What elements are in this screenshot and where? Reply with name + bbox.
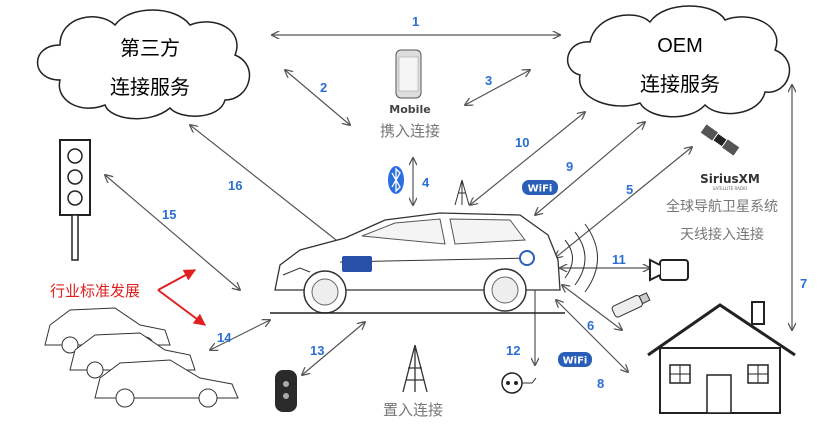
siriusxm-logo: SiriusXM [700, 172, 760, 186]
label-6: 6 [587, 318, 594, 333]
svg-text:WiFi: WiFi [528, 184, 553, 195]
label-9: 9 [566, 159, 573, 174]
arrow-16 [190, 125, 345, 247]
label-1: 1 [412, 14, 419, 29]
arrow-5 [555, 147, 692, 258]
satellite-icon [700, 124, 740, 156]
label-4: 4 [422, 175, 430, 190]
wifi-icon-lower: WiFi [558, 352, 592, 367]
carry-in-label: 携入连接 [380, 122, 440, 140]
bluetooth-icon [388, 166, 404, 194]
label-16: 16 [228, 178, 242, 193]
antenna-tower-icon [454, 179, 470, 206]
label-14: 14 [217, 330, 232, 345]
arrow-15 [105, 175, 240, 290]
industry-standard-label: 行业标准发展 [50, 282, 140, 300]
mobile-label: Mobile [389, 103, 430, 116]
cell-tower-icon [402, 344, 428, 393]
key-fob-icon [275, 370, 297, 412]
embedded-label: 置入连接 [383, 401, 443, 419]
link-numbers: 1 2 3 4 5 6 7 8 9 10 11 12 13 14 15 16 [162, 14, 807, 391]
oem-subtitle: 连接服务 [640, 72, 720, 96]
mobile-phone-icon [395, 49, 422, 99]
connected-car [270, 212, 598, 314]
industry-arrow-down [157, 289, 206, 326]
arrow-3 [465, 70, 530, 105]
siriusxm-sub: SATELLITE RADIO [713, 186, 748, 191]
arrow-9 [535, 122, 645, 215]
traffic-light-icon [59, 139, 91, 261]
label-8: 8 [597, 376, 604, 391]
label-2: 2 [320, 80, 327, 95]
house-icon [647, 301, 796, 414]
third-party-title: 第三方 [120, 36, 180, 60]
svg-text:WiFi: WiFi [563, 356, 588, 367]
label-3: 3 [485, 73, 492, 88]
label-11: 11 [612, 252, 626, 267]
charging-plug-icon [501, 372, 537, 394]
third-party-subtitle: 连接服务 [110, 75, 190, 99]
arrow-2 [285, 70, 350, 125]
arrow-8 [556, 300, 628, 372]
label-12: 12 [506, 343, 520, 358]
camera-icon [649, 258, 689, 282]
label-13: 13 [310, 343, 324, 358]
label-10: 10 [515, 135, 529, 150]
gnss-label: 全球导航卫星系统 [666, 198, 778, 215]
telematics-box-icon [342, 256, 372, 272]
wifi-icon: WiFi [522, 180, 558, 195]
third-party-cloud: 第三方 连接服务 [36, 9, 251, 120]
label-5: 5 [626, 182, 633, 197]
industry-arrow-up [157, 269, 197, 291]
oem-title: OEM [657, 35, 703, 57]
oem-cloud: OEM 连接服务 [566, 5, 791, 118]
label-15: 15 [162, 207, 176, 222]
label-7: 7 [800, 276, 807, 291]
usb-stick-icon [611, 292, 651, 318]
vehicle-fleet-icon [44, 307, 239, 408]
arrow-13 [302, 322, 365, 375]
antenna-label: 天线接入连接 [680, 226, 764, 243]
link-arrows [105, 35, 792, 375]
arrow-14 [210, 320, 270, 350]
